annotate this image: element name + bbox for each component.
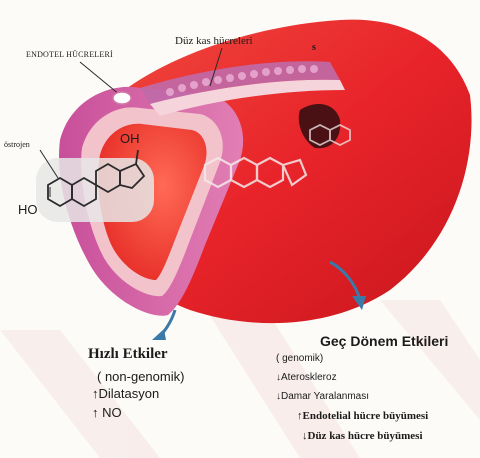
late-effects-item: ↓Ateroskleroz — [276, 372, 337, 383]
fast-effects-item: ↑ NO — [92, 405, 122, 420]
late-effects-item: ↓Düz kas hücre büyümesi — [302, 430, 423, 442]
endothelial-cells-label: ENDOTEL HÜCRELERİ — [26, 50, 113, 59]
late-effects-item: ↑Endotelial hücre büyümesi — [297, 410, 428, 422]
ho-group-label: HO — [18, 202, 38, 217]
late-effects-item: ↓Damar Yaralanması — [276, 391, 369, 402]
estrogen-molecule-left — [36, 150, 154, 222]
fast-effect-arrow-head — [152, 329, 166, 340]
late-effects-title: Geç Dönem Etkileri — [320, 333, 448, 349]
s-mark: s — [312, 42, 316, 53]
fast-effects-item: ↑Dilatasyon — [92, 386, 159, 401]
fast-effects-item: ( non-genomik) — [97, 369, 184, 384]
endothelial-cell — [113, 92, 131, 104]
late-effects-item: ( genomik) — [276, 353, 323, 364]
oh-group-label: OH — [120, 131, 140, 146]
estrogen-label: östrojen — [4, 140, 30, 149]
smooth-muscle-cells-label: Düz kas hücreleri — [175, 35, 253, 47]
fast-effects-title: Hızlı Etkiler — [88, 346, 168, 363]
